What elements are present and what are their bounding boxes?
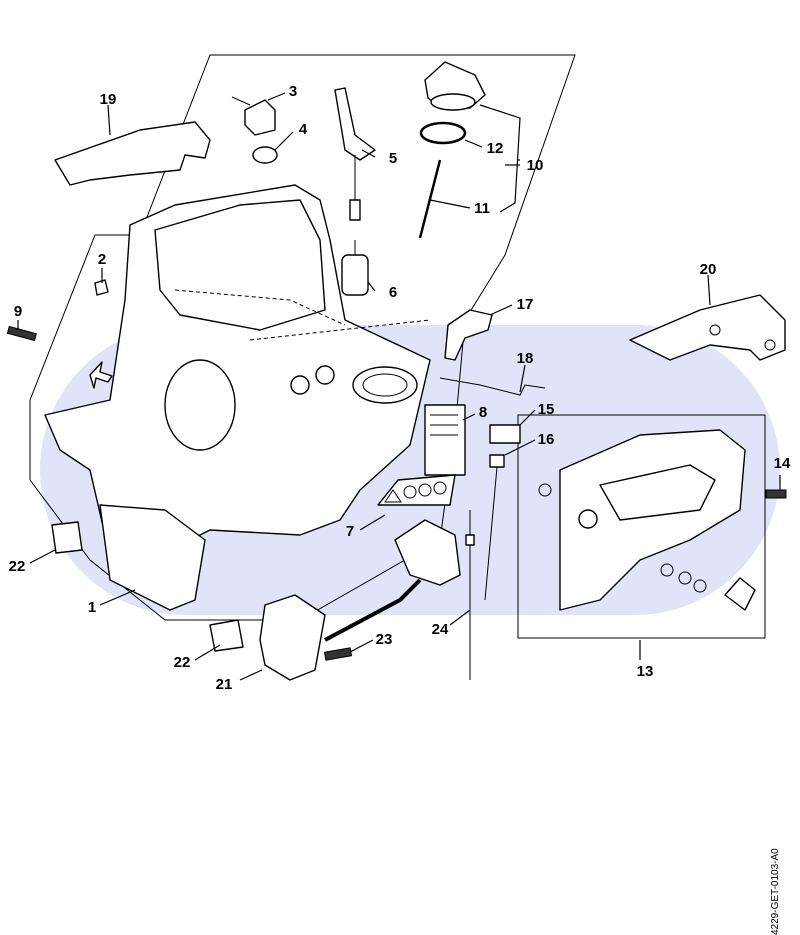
callout-18: 18 xyxy=(517,350,534,367)
callout-1: 1 xyxy=(88,599,96,616)
callout-5: 5 xyxy=(389,150,397,167)
document-code: 4229-GET-0103-A0 xyxy=(770,848,781,935)
handle-assembly-part-13 xyxy=(517,414,766,639)
callout-7: 7 xyxy=(346,523,354,540)
callout-6: 6 xyxy=(389,284,397,301)
callout-22b: 22 xyxy=(174,654,191,671)
callout-9: 9 xyxy=(14,303,22,320)
callout-14: 14 xyxy=(774,455,791,472)
cover-part-19 xyxy=(54,121,211,186)
callout-13: 13 xyxy=(637,663,654,680)
leader-lines xyxy=(17,92,781,681)
o-ring-part-12 xyxy=(419,121,467,145)
cover-part-20 xyxy=(629,294,786,361)
retaining-strap-part-11 xyxy=(418,159,442,239)
cable-part-24 xyxy=(465,510,475,680)
front-handle-part-21 xyxy=(259,519,461,681)
callout-21: 21 xyxy=(216,676,233,693)
arrow-icon xyxy=(89,361,113,389)
grommet-part-4 xyxy=(252,146,278,164)
callout-23: 23 xyxy=(376,631,393,648)
screw-part-14 xyxy=(765,489,787,499)
warning-label-panel xyxy=(424,404,466,476)
callout-12: 12 xyxy=(487,140,504,157)
callout-16: 16 xyxy=(538,431,555,448)
callout-4: 4 xyxy=(299,121,308,138)
warning-symbols-decal xyxy=(377,474,456,506)
buffer-part-22a xyxy=(51,521,83,554)
callout-24: 24 xyxy=(432,621,449,638)
callout-15: 15 xyxy=(538,401,555,418)
switch-part-15 xyxy=(489,424,521,444)
fuel-hose-part-5 xyxy=(334,87,376,221)
connector-part-16 xyxy=(484,454,505,601)
callout-3: 3 xyxy=(289,83,297,100)
throttle-trigger-part-17 xyxy=(444,309,493,361)
callout-10: 10 xyxy=(527,157,544,174)
callout-labels: 1 2 3 4 5 6 7 8 9 10 11 12 13 14 15 16 1… xyxy=(9,83,791,693)
callout-17: 17 xyxy=(517,296,534,313)
callout-11: 11 xyxy=(474,200,490,217)
callout-8: 8 xyxy=(479,404,487,421)
tank-cap-part-10 xyxy=(424,61,486,111)
callout-bracket-10 xyxy=(479,104,521,213)
callout-2: 2 xyxy=(98,251,106,268)
fuel-filter-part-6 xyxy=(341,240,369,296)
callout-22a: 22 xyxy=(9,558,26,575)
housing-part-1 xyxy=(29,54,576,621)
callout-19: 19 xyxy=(100,91,117,108)
buffer-part-22b xyxy=(209,619,244,652)
callout-20: 20 xyxy=(700,261,717,278)
throttle-rod-part-18 xyxy=(439,377,546,396)
screw-part-9 xyxy=(6,325,37,342)
valve-part-3 xyxy=(231,96,276,136)
screw-part-23 xyxy=(323,647,353,661)
